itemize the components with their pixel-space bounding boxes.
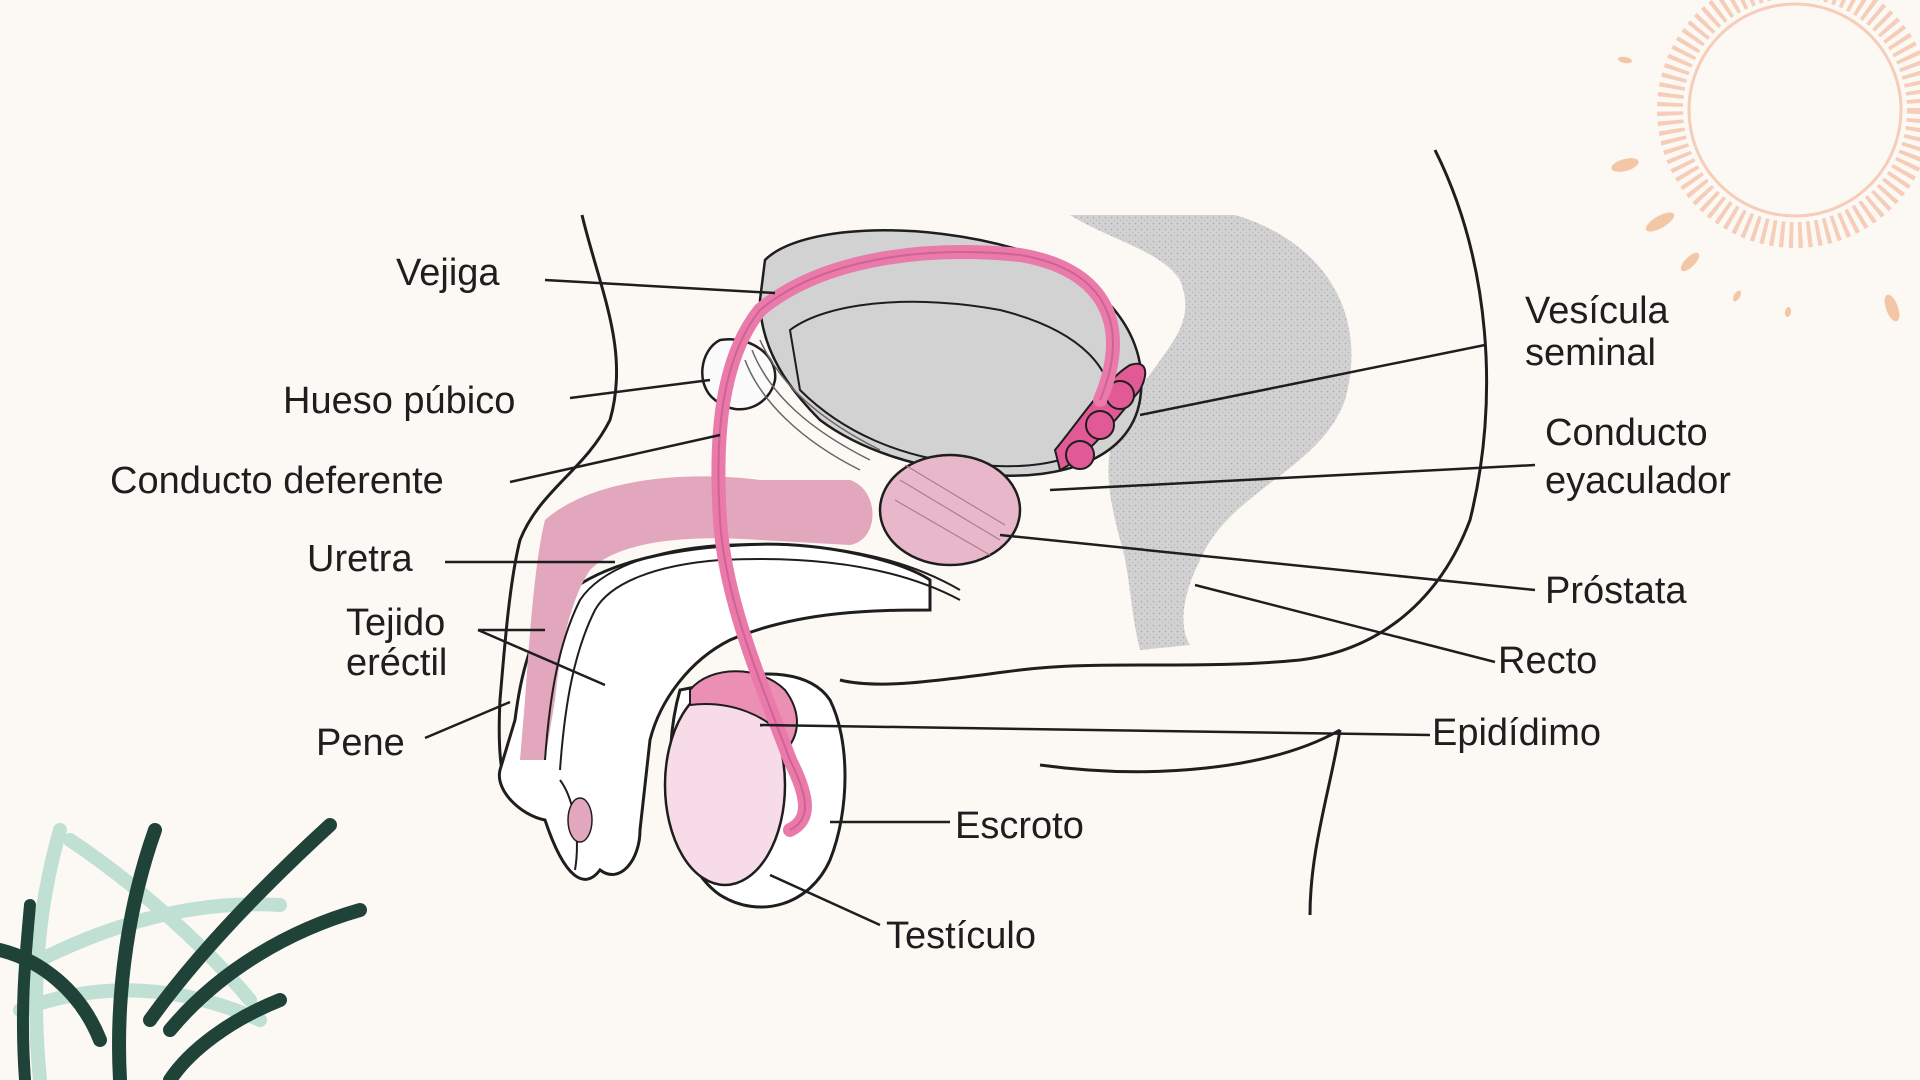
label-pene: Pene bbox=[316, 722, 405, 764]
label-uretra: Uretra bbox=[307, 538, 413, 580]
prostate-shape bbox=[878, 453, 1022, 567]
label-recto: Recto bbox=[1498, 640, 1598, 682]
sun-decoration-icon bbox=[1611, 0, 1920, 322]
label-conducto-eyaculador-1: Conducto bbox=[1545, 412, 1708, 454]
leader-lines bbox=[424, 278, 1536, 927]
label-conducto-deferente: Conducto deferente bbox=[110, 460, 444, 502]
label-prostata: Próstata bbox=[1545, 570, 1687, 612]
scrotum-shape bbox=[663, 670, 847, 909]
penis-shape bbox=[497, 476, 961, 881]
body-outline bbox=[497, 149, 1489, 916]
label-escroto: Escroto bbox=[955, 805, 1084, 847]
label-epididimo: Epidídimo bbox=[1432, 712, 1601, 754]
label-tejido-erectil-2: eréctil bbox=[346, 642, 448, 684]
label-testiculo: Testículo bbox=[886, 915, 1036, 957]
label-vejiga: Vejiga bbox=[396, 252, 500, 294]
seminal-vesicle-shape bbox=[1053, 362, 1147, 472]
rectum bbox=[1070, 215, 1352, 650]
bladder bbox=[744, 229, 1143, 477]
label-tejido-erectil-1: Tejido bbox=[346, 602, 446, 644]
label-hueso-pubico: Hueso púbico bbox=[283, 380, 516, 422]
label-vesicula-seminal-1: Vesícula bbox=[1525, 290, 1669, 332]
leaf-decoration-icon bbox=[0, 818, 367, 1080]
label-vesicula-seminal-2: seminal bbox=[1525, 332, 1656, 374]
label-conducto-eyaculador-2: eyaculador bbox=[1545, 460, 1731, 502]
